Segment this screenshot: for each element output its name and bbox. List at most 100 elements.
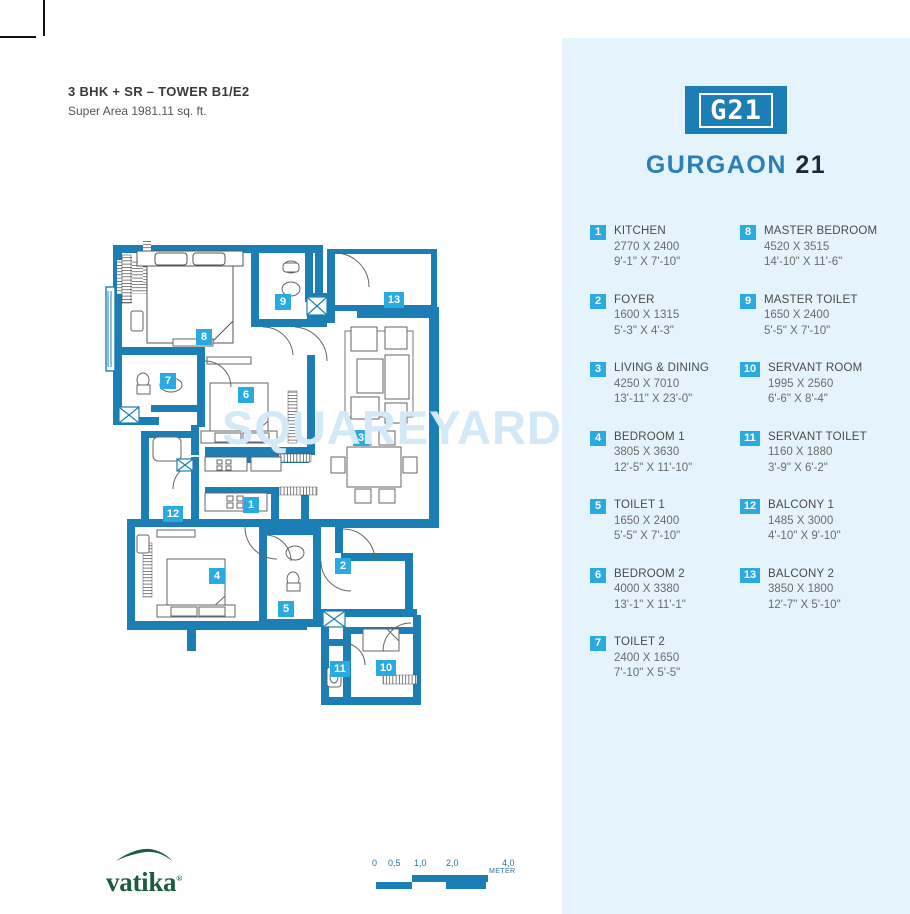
legend-badge: 2 <box>590 293 606 309</box>
legend-badge: 6 <box>590 567 606 583</box>
legend-text: MASTER BEDROOM 4520 X 3515 14'-10" X 11'-6… <box>764 224 877 271</box>
legend-dimensions-mm: 3850 X 1800 <box>768 583 834 596</box>
legend-dimensions-mm: 3805 X 3630 <box>614 446 680 459</box>
legend-item-master-bedroom: 8 MASTER BEDROOM 4520 X 3515 14'-10" X 11'-… <box>740 224 890 271</box>
scale-unit-label: METER <box>489 868 516 875</box>
plan-room-marker-7: 7 <box>160 373 176 389</box>
scale-tick: 0 <box>372 858 378 868</box>
legend-dimensions-mm: 1995 X 2560 <box>768 377 834 390</box>
legend-dimensions-mm: 2770 X 2400 <box>614 240 680 253</box>
legend-room-name: SERVANT ROOM <box>768 362 863 375</box>
scale-tick: 2,0 <box>446 858 459 868</box>
logo-mark-box: G21 <box>685 86 787 134</box>
legend-dimensions-ft: 4'-10" X 9'-10" <box>768 530 841 543</box>
legend-item-bedroom-2: 6 BEDROOM 2 4000 X 3380 13'-1" X 11'-1" <box>590 567 740 614</box>
crop-mark-horizontal <box>0 36 36 38</box>
legend-badge: 12 <box>740 499 760 515</box>
legend-dimensions-mm: 1485 X 3000 <box>768 514 834 527</box>
legend-dimensions-mm: 1650 X 2400 <box>614 514 680 527</box>
legend-text: BEDROOM 2 4000 X 3380 13'-1" X 11'-1" <box>614 567 686 614</box>
legend-dimensions-mm: 4520 X 3515 <box>764 240 830 253</box>
project-name: GURGAON 21 <box>562 151 910 180</box>
plan-room-marker-5: 5 <box>278 601 294 617</box>
legend-item-balcony-2: 13 BALCONY 2 3850 X 1800 12'-7" X 5'-10" <box>740 567 890 614</box>
registered-mark: ® <box>176 874 182 883</box>
legend-text: BEDROOM 1 3805 X 3630 12'-5" X 11'-10" <box>614 430 692 477</box>
page-title: 3 BHK + SR – TOWER B1/E2 <box>68 84 250 99</box>
plan-room-marker-8: 8 <box>196 329 212 345</box>
legend-badge: 10 <box>740 362 760 378</box>
plan-shaft-symbols <box>118 296 346 628</box>
legend-badge: 8 <box>740 225 756 240</box>
legend-text: KITCHEN 2770 X 2400 9'-1" X 7'-10" <box>614 224 680 271</box>
project-logo: G21 GURGAON 21 <box>562 86 910 180</box>
legend-badge: 9 <box>740 293 756 309</box>
legend-room-name: TOILET 1 <box>614 499 666 512</box>
legend-dimensions-mm: 1160 X 1880 <box>768 446 833 459</box>
legend-item-balcony-1: 12 BALCONY 1 1485 X 3000 4'-10" X 9'-10" <box>740 498 890 545</box>
legend-room-name: SERVANT TOILET <box>768 430 867 443</box>
legend-badge: 4 <box>590 430 606 446</box>
scale-tick: 1,0 <box>414 858 427 868</box>
legend-room-name: KITCHEN <box>614 225 666 237</box>
plan-room-marker-2: 2 <box>335 558 351 574</box>
legend-room-name: MASTER BEDROOM <box>764 225 878 237</box>
plan-room-marker-12: 12 <box>163 506 183 522</box>
scale-tick: 4,0 <box>502 858 515 868</box>
legend-room-name: LIVING & DINING <box>614 362 710 375</box>
legend-room-name: MASTER TOILET <box>764 293 858 306</box>
legend-dimensions-ft: 9'-1" X 7'-10" <box>614 256 681 269</box>
legend-dimensions-ft: 14'-10" X 11'-6" <box>764 256 843 269</box>
legend-room-name: TOILET 2 <box>614 636 666 649</box>
logo-mark-border: G21 <box>699 93 773 128</box>
plan-room-marker-1: 1 <box>243 497 259 513</box>
plan-room-marker-6: 6 <box>238 387 254 403</box>
legend-column-right: 8 MASTER BEDROOM 4520 X 3515 14'-10" X 11'-… <box>740 224 890 704</box>
legend-room-name: BALCONY 2 <box>768 567 835 580</box>
plan-title-block: 3 BHK + SR – TOWER B1/E2 Super Area 1981… <box>68 84 249 118</box>
developer-logo: vatika® <box>84 848 204 896</box>
legend-room-name: BEDROOM 1 <box>614 430 685 443</box>
legend-dimensions-mm: 2400 X 1650 <box>614 651 680 664</box>
legend-dimensions-ft: 13'-11" X 23'-0" <box>614 393 693 406</box>
legend-dimensions-ft: 12'-7" X 5'-10" <box>768 598 841 611</box>
legend-room-name: BALCONY 1 <box>768 499 835 512</box>
floor-plan-drawing <box>95 235 515 715</box>
legend-badge: 5 <box>590 499 606 515</box>
legend-dimensions-ft: 13'-1" X 11'-1" <box>614 598 686 611</box>
legend-badge: 11 <box>740 430 760 446</box>
legend-dimensions-ft: 7'-10" X 5'-5" <box>614 667 681 680</box>
legend-item-bedroom-1: 4 BEDROOM 1 3805 X 3630 12'-5" X 11'-10" <box>590 430 740 477</box>
plan-room-marker-13: 13 <box>384 292 404 308</box>
legend-dimensions-ft: 5'-5" X 7'-10" <box>764 324 831 337</box>
plan-room-marker-9: 9 <box>275 294 291 310</box>
legend-room-name: BEDROOM 2 <box>614 567 685 580</box>
project-name-secondary: 21 <box>795 151 827 179</box>
legend-dimensions-ft: 12'-5" X 11'-10" <box>614 461 693 474</box>
plan-room-marker-10: 10 <box>376 660 396 676</box>
logo-mark-text: G21 <box>710 95 762 126</box>
legend-room-name: FOYER <box>614 293 655 306</box>
legend-badge: 3 <box>590 362 606 378</box>
legend-dimensions-mm: 1600 X 1315 <box>614 309 680 322</box>
plan-room-marker-11: 11 <box>330 661 350 677</box>
crop-mark-vertical <box>43 0 45 36</box>
legend-badge: 13 <box>740 567 760 583</box>
legend-dimensions-mm: 4000 X 3380 <box>614 583 680 596</box>
plan-room-marker-4: 4 <box>209 568 225 584</box>
